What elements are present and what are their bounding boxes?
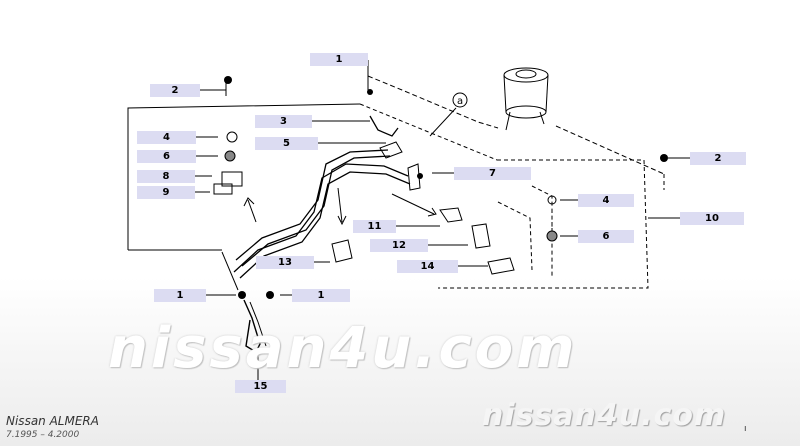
- part-label-8: 8: [137, 170, 195, 183]
- model-name: Nissan ALMERA: [6, 414, 99, 428]
- part-label-15: 15: [235, 380, 286, 393]
- bolt-2-left: [224, 76, 232, 84]
- part-label-13: 13: [256, 256, 314, 269]
- part-label-12: 12: [370, 239, 428, 252]
- part-label-9: 9: [137, 186, 195, 199]
- return-hose: [243, 299, 261, 353]
- pressure-pipe: [235, 149, 389, 261]
- part-label-1-top: 1: [310, 53, 368, 66]
- callout-a: a: [457, 96, 463, 107]
- clamp-5: [379, 141, 403, 159]
- model-years: 7.1995 – 4.2000: [6, 430, 80, 440]
- part-label-4-right: 4: [578, 194, 634, 207]
- callout-a-circle: [452, 92, 468, 108]
- part-label-14: 14: [397, 260, 458, 273]
- part-label-5: 5: [255, 137, 318, 150]
- bracket-12: [471, 223, 491, 249]
- part-label-6-right: 6: [578, 230, 634, 243]
- assembly-outline-right: [438, 159, 649, 289]
- reservoir-tank: [503, 67, 549, 131]
- assembly-outline: [127, 103, 361, 250]
- hose-3: [369, 115, 399, 137]
- clamp-9: [213, 183, 233, 195]
- part-label-7: 7: [454, 167, 531, 180]
- part-label-2-left: 2: [150, 84, 200, 97]
- watermark-main: nissan4u.com: [108, 316, 578, 381]
- part-label-2-right: 2: [690, 152, 746, 165]
- bolt-2-right: [660, 154, 668, 162]
- corner-mark: ı: [744, 424, 747, 434]
- part-label-11: 11: [353, 220, 396, 233]
- bracket-11: [439, 207, 463, 223]
- clip-13: [331, 239, 353, 263]
- bracket-14: [487, 257, 515, 275]
- part-label-4-left: 4: [137, 131, 196, 144]
- part-label-6-left: 6: [137, 150, 196, 163]
- watermark-small: nissan4u.com: [482, 398, 727, 433]
- part-label-3: 3: [255, 115, 312, 128]
- part-label-10: 10: [680, 212, 744, 225]
- part-label-1-right: 1: [292, 289, 350, 302]
- part-label-1-left: 1: [154, 289, 206, 302]
